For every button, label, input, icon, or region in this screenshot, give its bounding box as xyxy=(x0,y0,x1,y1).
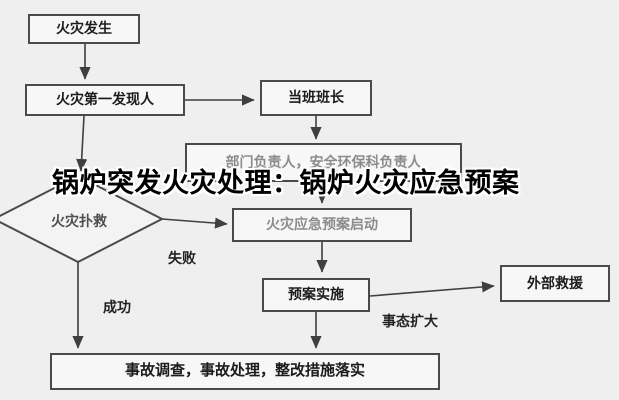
edge-label-fail: 失败 xyxy=(168,250,196,266)
node-fire-occurs: 火灾发生 xyxy=(28,14,140,44)
edge-implementation-to-rescue xyxy=(369,281,495,297)
node-accident-followup: 事故调查，事故处理，整改措施落实 xyxy=(50,353,440,390)
node-plan-activation: 火灾应急预案启动 xyxy=(232,208,412,242)
edge-discoverer-to-firefighting xyxy=(76,115,88,172)
node-first-discoverer: 火灾第一发现人 xyxy=(25,84,185,116)
edge-label-success: 成功 xyxy=(103,299,131,315)
node-fire-fighting: 火灾扑救 xyxy=(51,213,107,229)
node-plan-implementation: 预案实施 xyxy=(262,278,370,312)
node-external-rescue: 外部救援 xyxy=(500,265,610,302)
edge-firefighting-fail-to-activation xyxy=(161,217,228,229)
edge-label-escalation: 事态扩大 xyxy=(382,313,438,329)
node-dept-head: 部门负责人，安全环保科负责人 xyxy=(185,143,462,182)
node-shift-leader: 当班班长 xyxy=(260,80,372,116)
article-title-overlay: 锅炉突发火灾处理：锅炉火灾应急预案 xyxy=(52,168,520,198)
